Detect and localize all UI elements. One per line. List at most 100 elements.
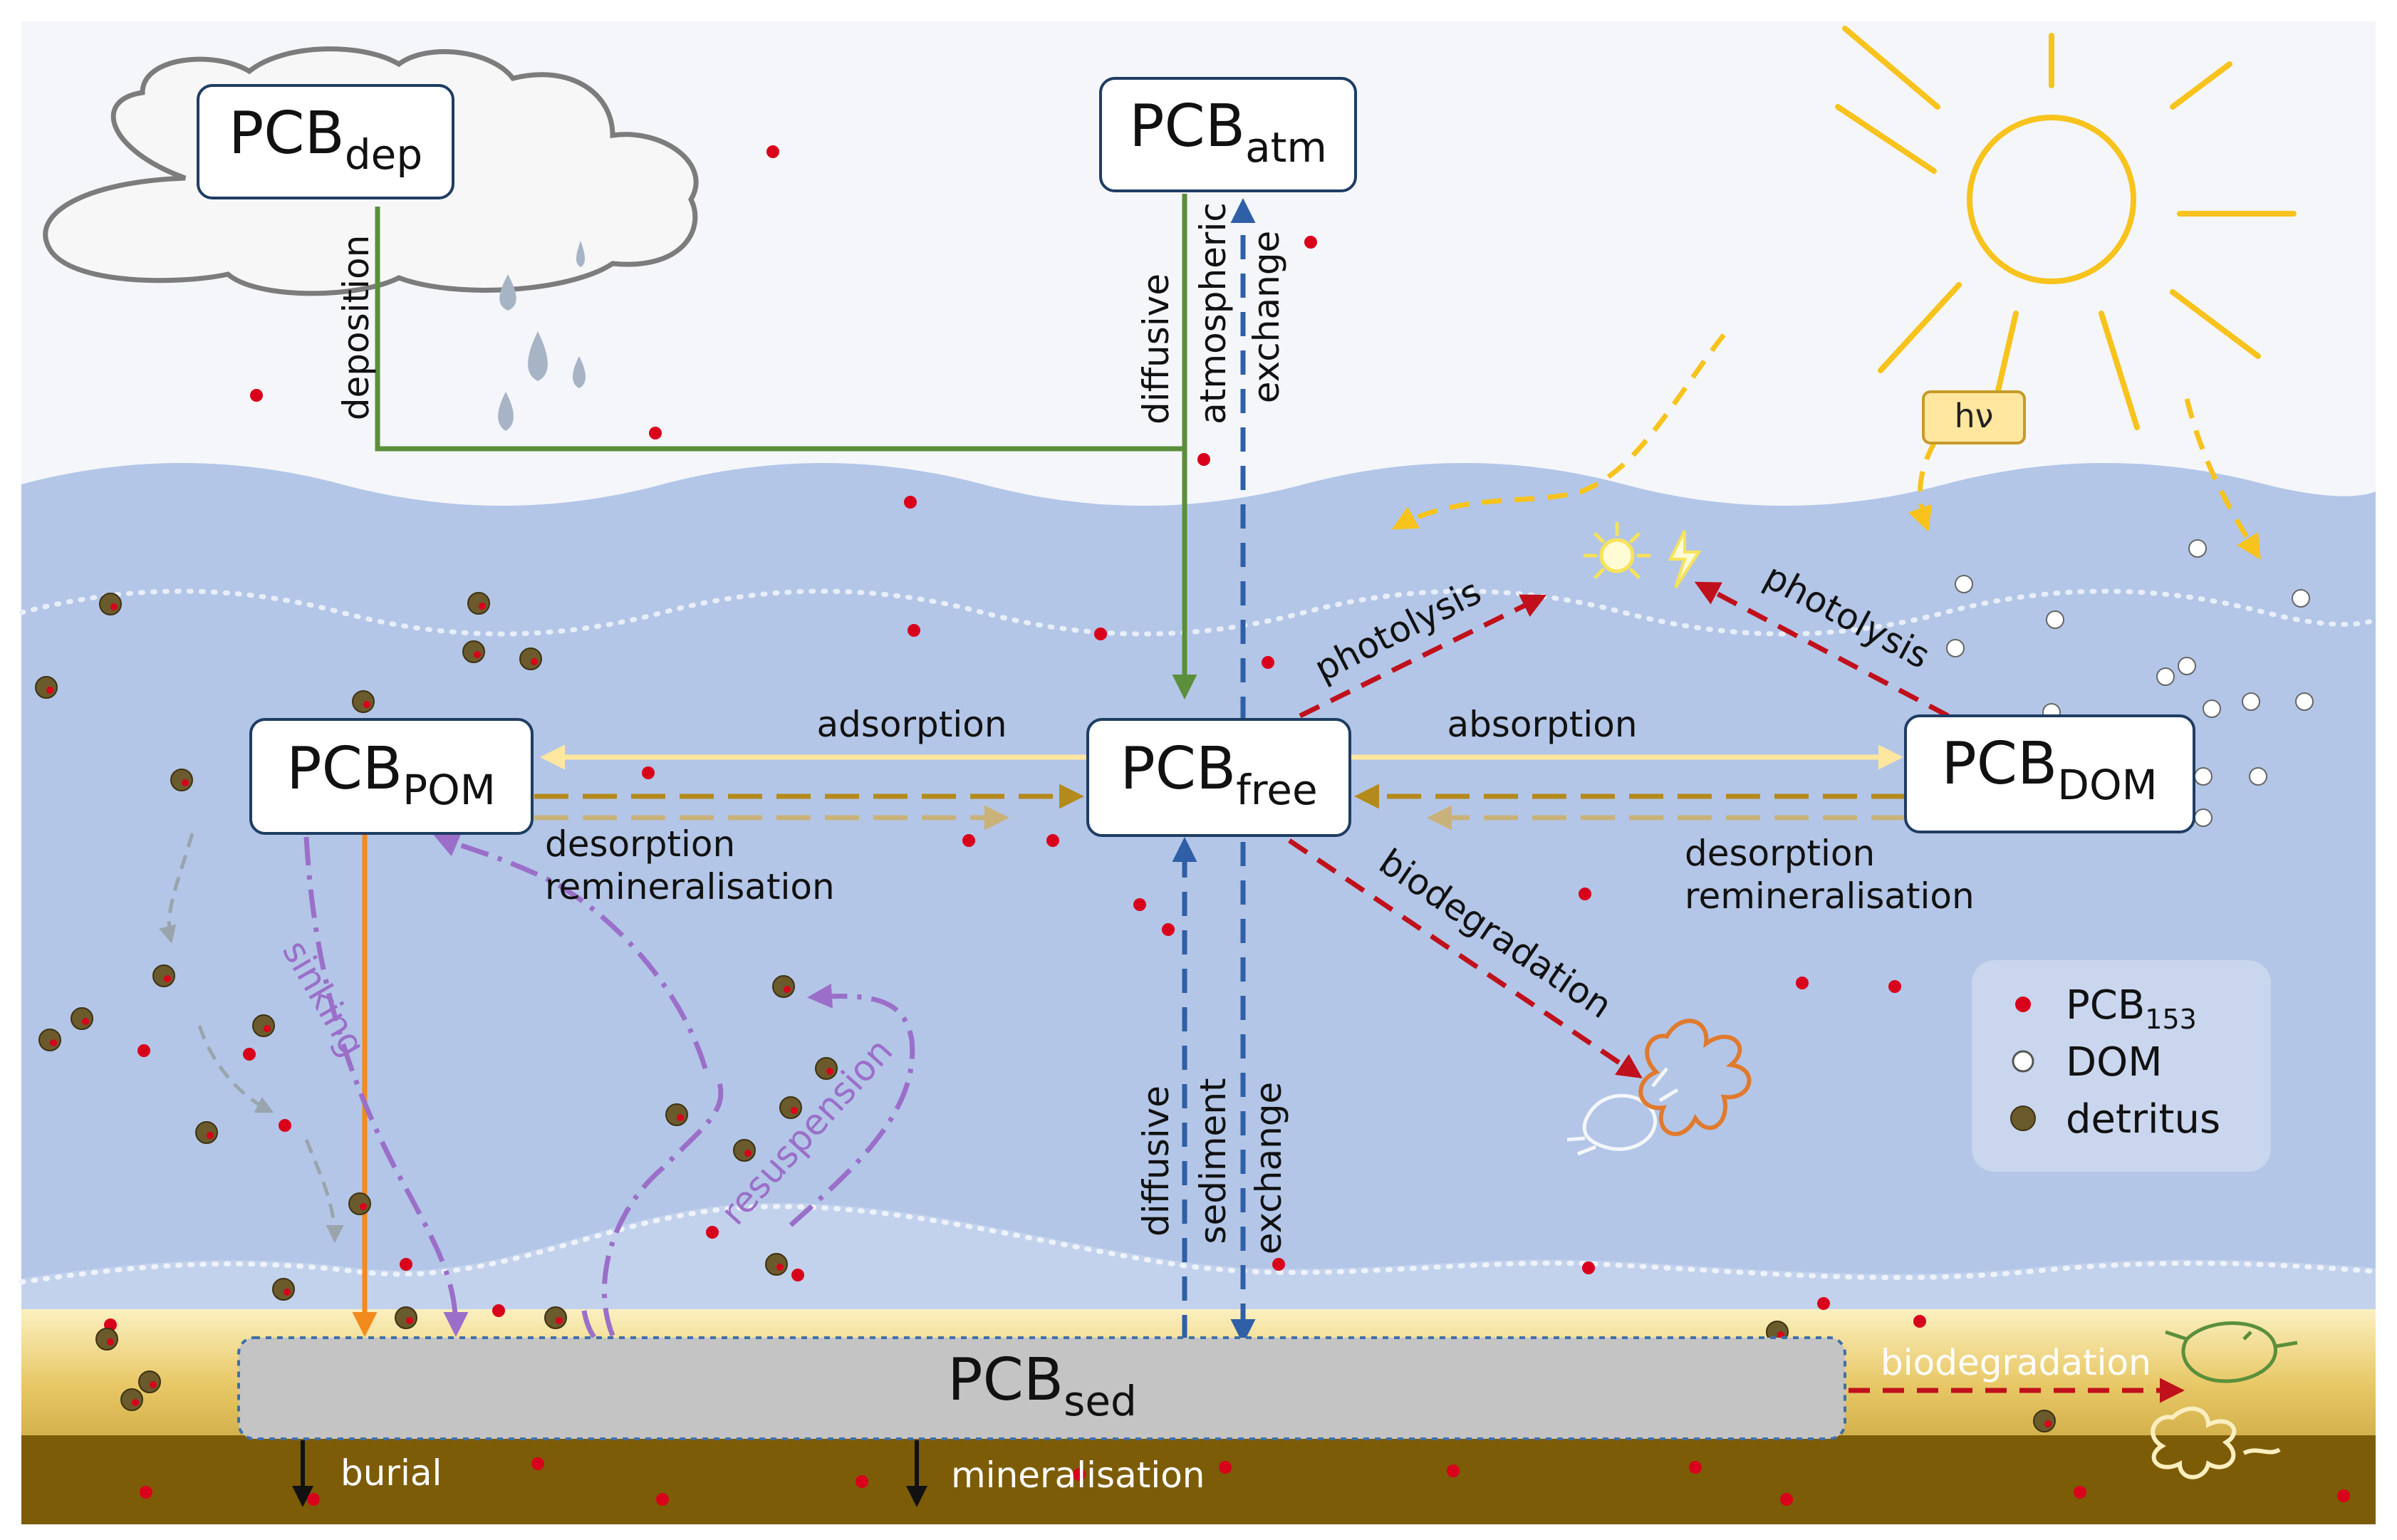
pool-free-base: PCB [1120,735,1236,803]
pcb-particle [1913,1315,1926,1328]
dom-particle [2046,610,2064,629]
pcb-particle [556,1317,563,1324]
detritus-settling-arrow-2 [197,1025,274,1113]
pcb-particle [264,1025,271,1032]
label-remineralisation-right: remineralisation [1685,875,1975,917]
pcb-particle [904,496,917,509]
rain-drops [498,241,586,431]
pcb-particle [107,1338,114,1346]
label-absorption: absorption [1447,704,1637,745]
pool-sed-base: PCB [947,1346,1064,1414]
svg-text:PCBPOM: PCBPOM [286,735,496,814]
legend-pcb-sub: 153 [2145,1004,2197,1035]
resuspension-arrow [789,983,915,1227]
dom-particle [2156,667,2175,686]
pcb-particle [2044,1420,2052,1427]
detritus-particle [544,1306,567,1329]
pool-dep: PCBdep [197,84,454,199]
pcb-particle [1094,628,1107,640]
hv-label: hν [1955,397,1994,435]
raindrop-icon [572,356,586,388]
pcb-particle [1133,898,1146,911]
pcb-particle [677,1114,684,1121]
detritus-particle [395,1306,417,1329]
sun-ray-arrow-3 [2184,398,2261,560]
pcb-particle [207,1132,214,1139]
label-diffusive-atm: diffusive [1135,274,1177,425]
pcb-particle [1073,1468,1086,1481]
detritus-particle [252,1014,275,1037]
detritus-particle [138,1370,161,1393]
pool-free-box [1086,718,1351,837]
pcb-particle [1272,1258,1285,1271]
pcb-particle [479,603,486,610]
pool-free: PCBfree [1086,718,1351,837]
pcb-particle [1579,888,1591,900]
pcb-particle [1304,236,1317,249]
pool-pom-sub: POM [402,766,496,814]
pcb-particle [50,1039,57,1046]
pool-dep-sub: dep [345,130,422,179]
raindrop-icon [499,274,516,311]
svg-text:PCBdep: PCBdep [229,100,422,179]
pcb-particle [164,975,171,982]
detritus-particle [665,1103,688,1126]
pcb-particle [2337,1489,2350,1502]
detritus-particle [195,1121,218,1144]
bacterium-green-icon [2165,1321,2298,1383]
pcb-particle [137,1044,150,1057]
detritus-particle [733,1139,756,1162]
raindrop-icon [498,392,514,431]
label-deposition: deposition [336,235,377,421]
dom-particle [2249,767,2267,786]
label-burial: burial [340,1452,442,1494]
pcb-particle [1582,1261,1595,1274]
pcb-particle [140,1486,152,1499]
label-biodegradation-sed: biodegradation [1881,1342,2151,1383]
pcb-particle [2074,1486,2086,1499]
svg-text:PCBDOM: PCBDOM [1941,730,2157,809]
pool-dom: PCBDOM [1904,714,2195,833]
detritus-particle [462,640,485,663]
photolysis-dom-arrow [1694,581,1950,719]
pcb-particle [1162,923,1175,936]
pcb-particle [279,1119,291,1132]
pcb-particle [744,1150,752,1157]
pool-dep-base: PCB [229,100,345,167]
legend-detritus-label: detritus [2066,1096,2220,1143]
label-desorption-left: desorption [545,823,735,865]
detritus-particle [38,1029,61,1051]
pcb-particle [776,1264,784,1271]
pcb-particle [1262,656,1274,669]
label-sediment: sediment [1192,1078,1234,1244]
pcb-particle [908,624,920,637]
water-surface-dotted-line [19,588,2378,637]
pcb-particle [132,1399,139,1406]
dom-particle [2292,589,2310,608]
dom-particle [2188,539,2207,558]
svg-text:PCBsed: PCBsed [947,1346,1137,1425]
pool-free-sub: free [1236,766,1317,814]
pcb-particle [1796,977,1809,989]
dom-particle [2194,767,2213,786]
pcb-particle [784,986,791,993]
detritus-settling-arrow-3 [304,1139,344,1243]
pool-dom-box [1904,714,2195,833]
photolysis-sun-icon [1583,521,1651,579]
svg-text:PCB153: PCB153 [2066,982,2197,1035]
svg-text:PCBatm: PCBatm [1129,93,1327,172]
pcb-particle [400,1258,412,1271]
dom-particle [2178,657,2196,675]
pool-dom-base: PCB [1941,730,2057,798]
pcb-particle [492,1304,505,1317]
dom-particle [2242,692,2260,711]
pool-sed-sub: sed [1064,1377,1137,1425]
resuspension-return-arrow [433,833,708,1070]
dom-particle [2194,808,2213,827]
dom-particle [2295,692,2314,711]
pcb-particle [46,687,53,694]
detritus-particle [467,592,490,615]
pool-pom: PCBPOM [249,718,534,835]
sun-icon [1835,26,2297,430]
